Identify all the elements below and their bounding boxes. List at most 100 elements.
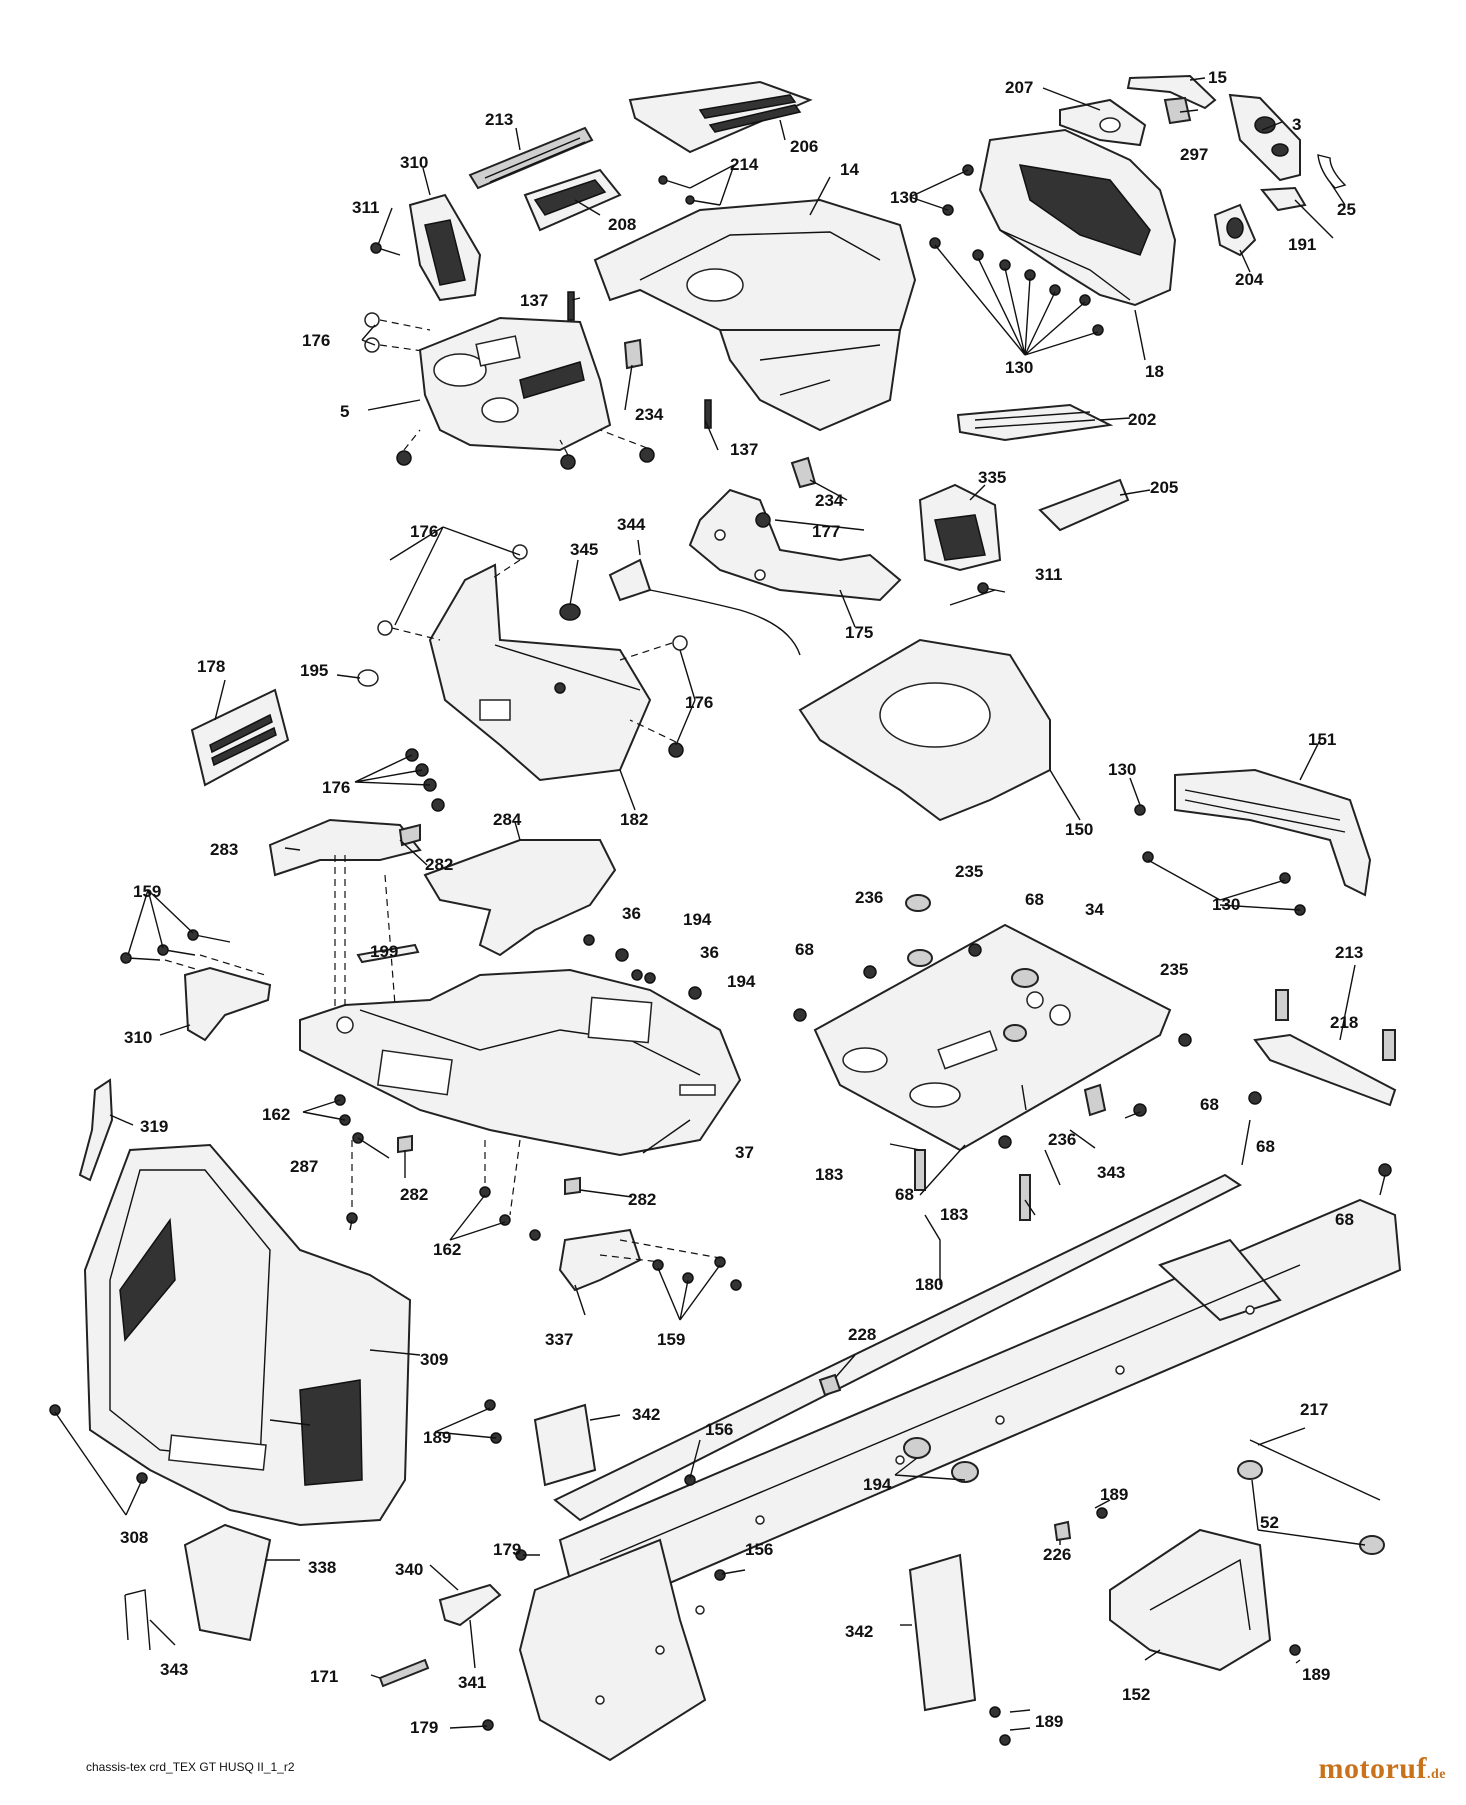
label-235-b: 235 [1160, 960, 1188, 979]
part-205 [1038, 478, 1130, 532]
part-297 [1163, 96, 1192, 125]
part-283 [268, 818, 422, 877]
label-152: 152 [1122, 1685, 1150, 1704]
label-175: 175 [845, 623, 873, 642]
logo-brand: motoruf [1318, 1752, 1427, 1785]
part-213-a [1275, 989, 1289, 1021]
label-226: 226 [1043, 1545, 1071, 1564]
label-137-a: 137 [520, 291, 548, 310]
part-178-grill-plate [190, 688, 290, 787]
part-284-seat [423, 839, 617, 957]
label-287: 287 [290, 1157, 318, 1176]
label-176-c: 176 [685, 693, 713, 712]
label-178: 178 [197, 657, 225, 676]
label-150: 150 [1065, 820, 1093, 839]
part-34-plate [813, 923, 1172, 1152]
label-342-a: 342 [632, 1405, 660, 1424]
part-226 [1053, 1520, 1072, 1542]
label-208: 207 [1005, 78, 1033, 97]
part-179-b [482, 1719, 494, 1731]
part-343 [1083, 1083, 1107, 1117]
label-236-b: 236 [1048, 1130, 1076, 1149]
part-18-hood-shell [978, 128, 1177, 307]
label-68-b: 68 [795, 940, 814, 959]
part-218 [1253, 1033, 1397, 1107]
part-206 [523, 168, 622, 232]
label-68-a: 68 [1025, 890, 1044, 909]
part-156-b [714, 1569, 726, 1581]
label-130-d: 130 [1212, 895, 1240, 914]
part-341 [124, 1589, 151, 1651]
label-283: 283 [210, 840, 238, 859]
label-234-b: 234 [815, 491, 844, 510]
dash-lines-fender [334, 855, 396, 1010]
label-309: 309 [420, 1350, 448, 1369]
label-151: 151 [1308, 730, 1336, 749]
label-159-a: 159 [133, 882, 161, 901]
label-202: 202 [1128, 410, 1156, 429]
label-183-a: 183 [815, 1165, 843, 1184]
part-195 [357, 669, 379, 687]
part-3 [1228, 93, 1301, 182]
part-189-f [999, 1734, 1011, 1746]
label-339: 341 [458, 1673, 486, 1692]
part-310 [183, 966, 272, 1042]
label-176-b: 176 [410, 522, 438, 541]
label-68-e: 68 [895, 1185, 914, 1204]
part-159-bolts-right [599, 1239, 742, 1291]
part-340 [183, 1523, 272, 1642]
part-156-a [684, 1474, 696, 1486]
label-342-b: 342 [845, 1622, 873, 1641]
label-3: 3 [1292, 115, 1301, 134]
label-191: 191 [1288, 235, 1316, 254]
label-335: 335 [978, 468, 1006, 487]
label-345: 345 [570, 540, 598, 559]
part-37-fender [299, 968, 742, 1157]
label-15: 15 [1208, 68, 1227, 87]
part-202-grill [956, 403, 1114, 442]
label-189-c: 189 [1302, 1665, 1330, 1684]
label-52: 52 [1260, 1513, 1279, 1532]
label-340: 338 [308, 1558, 336, 1577]
part-194-b [951, 1461, 979, 1483]
part-228 [818, 1373, 842, 1397]
part-175-bracket [688, 488, 902, 602]
part-151-bracket [1134, 768, 1372, 916]
part-152 [1109, 1528, 1272, 1672]
label-308: 308 [120, 1528, 148, 1547]
label-217: 217 [1300, 1400, 1328, 1419]
label-189-a: 189 [423, 1428, 451, 1447]
label-338: 340 [395, 1560, 423, 1579]
part-189-d [1289, 1644, 1301, 1656]
label-177: 177 [812, 522, 840, 541]
part-344-cable [608, 558, 801, 656]
part-191 [1260, 186, 1307, 212]
part-282-c [564, 1176, 581, 1196]
part-311 [558, 1228, 642, 1292]
part-203-grip [468, 126, 594, 190]
part-199 [356, 943, 420, 964]
label-25: 25 [1337, 200, 1356, 219]
label-194-c: 194 [863, 1475, 892, 1494]
label-130-a: 130 [890, 188, 918, 207]
part-176-pins-top [364, 312, 431, 353]
part-180-frame [518, 1173, 1402, 1762]
label-194-b: 194 [727, 972, 756, 991]
label-337-b: 311 [1035, 565, 1062, 584]
part-217-rod [1249, 1439, 1381, 1501]
label-203: 213 [485, 110, 513, 129]
part-5-console [418, 316, 612, 452]
label-206: 208 [608, 215, 636, 234]
label-162-b: 162 [433, 1240, 461, 1259]
label-284: 284 [493, 810, 522, 829]
part-235-236-bushings [905, 894, 1039, 1042]
label-337: 311 [352, 198, 379, 217]
label-234-a: 234 [635, 405, 664, 424]
part-189-c [1096, 1507, 1108, 1519]
label-341: 343 [160, 1660, 188, 1679]
part-68-bolts [793, 943, 1392, 1177]
part-342-a [533, 1403, 597, 1487]
label-336: 310 [400, 153, 428, 172]
